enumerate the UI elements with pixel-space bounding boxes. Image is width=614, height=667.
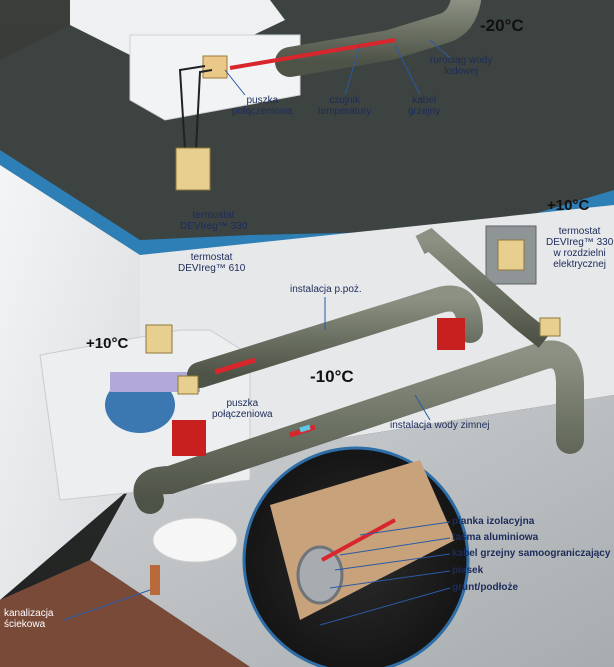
sewage-pipe [150,565,160,595]
thermostat-610-device [145,324,173,354]
cross-section-pipe [296,545,344,605]
leader-cold [414,394,431,421]
right-junction-box [539,317,561,337]
lower-junction-box [177,375,199,395]
leader-sewage [63,589,151,621]
legend-aluminium-tape: taśma aluminiowa [452,532,539,543]
leader-ice-pipe [429,39,451,59]
right-riser-pipe [415,228,552,348]
legend-sand: piasek [452,565,484,576]
leader-legend-5 [319,587,451,626]
temp-center: -10°C [310,367,354,386]
leader-heating-cable [394,44,421,96]
heating-cable-cold-blue [299,424,311,433]
roof-blue-edge [0,150,614,255]
roof-pipe [275,0,481,77]
hydrant-box-right [437,318,465,350]
legend-ground: grunt/podłoże [452,582,519,593]
temp-roof: -20°C [480,16,524,35]
leader-legend-3 [334,553,451,571]
sink [152,517,238,563]
cold-water-pipe [133,340,584,514]
leader-sensor [344,44,361,96]
thermostat-330-panel-device [497,239,525,271]
heating-cable-fire [214,357,256,375]
cross-section-cable [321,518,396,562]
leader-legend-1 [359,521,451,536]
fire-installation-pipe [187,285,483,388]
label-cold-water-installation: instalacja wody zimnej [390,420,490,431]
leader-legend-4 [329,570,451,589]
legend-insulation-foam: pianka izolacyjna [452,516,535,527]
temp-right-room: +10°C [547,197,590,214]
temp-left-room: +10°C [86,335,129,352]
leader-legend-2 [339,537,451,556]
label-fire-installation: instalacja p.poż. [290,284,362,295]
roof-pipe-cable [229,38,396,70]
ground [0,560,250,667]
hydrant-box-left [172,420,206,456]
roof-wires [178,65,213,151]
thermostat-330-roof-device [175,147,211,191]
legend-heating-cable: kabel grzejny samoograniczający [452,548,611,559]
leader-junction-roof [224,69,246,96]
